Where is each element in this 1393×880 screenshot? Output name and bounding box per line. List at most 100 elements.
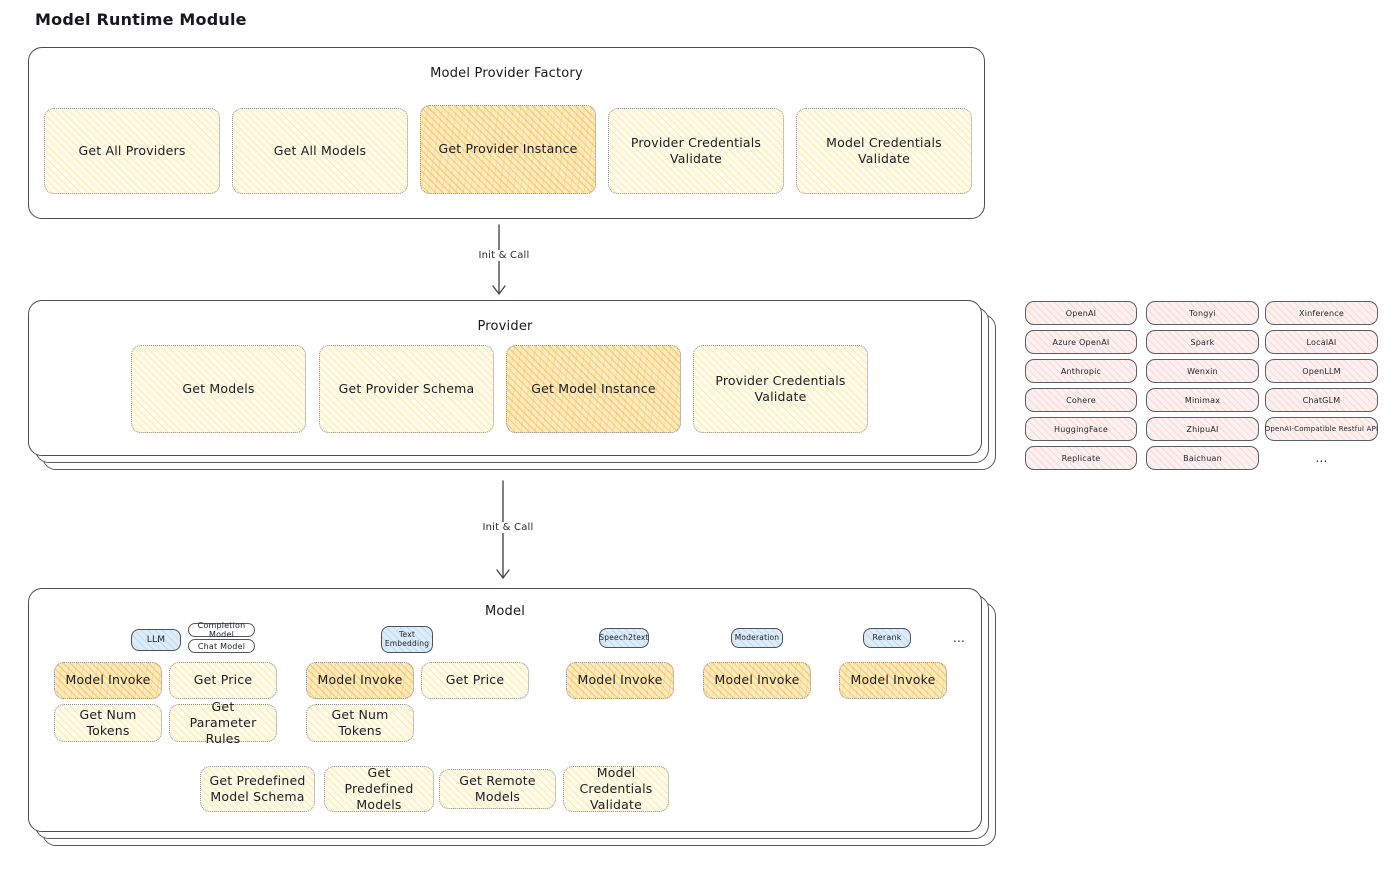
fn-get-provider-schema: Get Provider Schema xyxy=(319,345,494,433)
arrow-label-init-call-1: Init & Call xyxy=(462,250,546,261)
provider-chip-openllm: OpenLLM xyxy=(1265,359,1378,383)
chip-label: Xinference xyxy=(1299,308,1344,318)
fn-label: Get Model Instance xyxy=(531,380,656,396)
provider-chip-anthropic: Anthropic xyxy=(1025,359,1137,383)
fn-label: Get All Providers xyxy=(78,142,186,158)
model-type-text-embedding: Text Embedding xyxy=(381,626,433,653)
provider-title: Provider xyxy=(477,319,533,334)
fn-embedding-get-price: Get Price xyxy=(421,662,529,699)
fn-label: Model Invoke xyxy=(714,672,800,688)
fn-embedding-get-num-tokens: Get Num Tokens xyxy=(306,704,414,742)
chip-label: Cohere xyxy=(1066,395,1096,405)
model-type-speech2text: Speech2text xyxy=(599,628,649,648)
provider-chip-localai: LocalAI xyxy=(1265,330,1378,354)
provider-chip-azure-openai: Azure OpenAI xyxy=(1025,330,1137,354)
provider-chip-huggingface: HuggingFace xyxy=(1025,417,1137,441)
fn-label: Get Remote Models xyxy=(459,772,536,804)
tag-label: Moderation xyxy=(734,632,780,642)
fn-rerank-model-invoke: Model Invoke xyxy=(839,662,947,699)
provider-chip-zhipuai: ZhipuAI xyxy=(1146,417,1259,441)
chip-label: Azure OpenAI xyxy=(1052,337,1110,347)
chip-label: OpenAI-Compatible Restful API xyxy=(1264,425,1379,433)
fn-label: Get Parameter Rules xyxy=(189,698,257,747)
model-provider-factory-title: Model Provider Factory xyxy=(430,66,583,81)
chip-label: Replicate xyxy=(1061,453,1101,463)
arrow-label-init-call-2: Init & Call xyxy=(466,522,550,533)
fn-label: Model Credentials Validate xyxy=(579,764,653,813)
chip-label: ZhipuAI xyxy=(1186,424,1219,434)
provider-chip-chatglm: ChatGLM xyxy=(1265,388,1378,412)
tag-label: Speech2text xyxy=(599,632,649,642)
provider-chip-replicate: Replicate xyxy=(1025,446,1137,470)
provider-chip-xinference: Xinference xyxy=(1265,301,1378,325)
fn-label: Get Price xyxy=(193,672,253,688)
model-title: Model xyxy=(484,604,526,619)
fn-provider-credentials-validate-2: Provider Credentials Validate xyxy=(693,345,868,433)
chip-label: Anthropic xyxy=(1060,366,1102,376)
chip-label: Minimax xyxy=(1184,395,1221,405)
fn-model-credentials-validate: Model Credentials Validate xyxy=(796,108,972,194)
model-box: Model LLM Completion Model Chat Model Te… xyxy=(28,588,982,832)
fn-get-model-instance: Get Model Instance xyxy=(506,345,681,433)
fn-label: Model Invoke xyxy=(317,672,403,688)
tag-label: Completion Model xyxy=(197,621,246,639)
provider-chip-openai: OpenAI xyxy=(1025,301,1137,325)
chip-label: Tongyi xyxy=(1189,308,1216,318)
provider-chip-baichuan: Baichuan xyxy=(1146,446,1259,470)
provider-chip-openai-compatible: OpenAI-Compatible Restful API xyxy=(1265,417,1378,441)
model-type-rerank: Rerank xyxy=(863,628,911,648)
chip-label: Baichuan xyxy=(1183,453,1222,463)
fn-llm-get-num-tokens: Get Num Tokens xyxy=(54,704,162,742)
tag-label: LLM xyxy=(146,634,166,645)
fn-llm-get-parameter-rules: Get Parameter Rules xyxy=(169,699,277,746)
fn-label: Get All Models xyxy=(273,142,367,158)
fn-label: Get Predefined Models xyxy=(344,764,414,813)
fn-label: Get Predefined Model Schema xyxy=(209,772,306,804)
fn-label: Model Invoke xyxy=(65,672,151,688)
provider-chip-cohere: Cohere xyxy=(1025,388,1137,412)
fn-label: Get Models xyxy=(182,380,255,396)
fn-moderation-model-invoke: Model Invoke xyxy=(703,662,811,699)
provider-box: Provider Get Models Get Provider Schema … xyxy=(28,300,982,456)
page-title: Model Runtime Module xyxy=(35,10,247,29)
fn-speech2text-model-invoke: Model Invoke xyxy=(566,662,674,699)
tag-label: Rerank xyxy=(872,633,902,643)
tag-label: Chat Model xyxy=(197,641,246,651)
provider-chip-more: ... xyxy=(1315,451,1328,465)
model-subtype-completion-model: Completion Model xyxy=(188,621,255,639)
model-subtype-chat-model: Chat Model xyxy=(188,639,255,653)
fn-get-predefined-models: Get Predefined Models xyxy=(324,764,434,813)
fn-get-remote-models: Get Remote Models xyxy=(439,769,556,809)
model-type-more: ... xyxy=(952,631,966,645)
model-provider-factory-box: Model Provider Factory Get All Providers… xyxy=(28,47,985,219)
fn-label: Get Provider Instance xyxy=(438,141,578,157)
chip-label: HuggingFace xyxy=(1054,424,1108,434)
model-type-llm: LLM xyxy=(131,629,181,651)
chip-label: LocalAI xyxy=(1306,337,1337,347)
fn-llm-get-price: Get Price xyxy=(169,662,277,699)
chip-label: Wenxin xyxy=(1187,366,1218,376)
provider-chip-tongyi: Tongyi xyxy=(1146,301,1259,325)
model-type-moderation: Moderation xyxy=(731,628,783,648)
chip-label: ChatGLM xyxy=(1302,395,1341,405)
fn-model-credentials-validate-2: Model Credentials Validate xyxy=(563,764,669,813)
fn-provider-credentials-validate: Provider Credentials Validate xyxy=(608,108,784,194)
fn-label: Get Num Tokens xyxy=(331,706,389,738)
provider-chip-wenxin: Wenxin xyxy=(1146,359,1259,383)
provider-chip-spark: Spark xyxy=(1146,330,1259,354)
fn-get-provider-instance: Get Provider Instance xyxy=(420,105,596,194)
arrow-factory-to-provider xyxy=(492,224,506,296)
chip-label: OpenAI xyxy=(1065,308,1097,318)
fn-label: Get Price xyxy=(445,672,505,688)
fn-llm-model-invoke: Model Invoke xyxy=(54,662,162,699)
fn-label: Get Provider Schema xyxy=(338,380,475,396)
fn-embedding-model-invoke: Model Invoke xyxy=(306,662,414,699)
fn-get-predefined-model-schema: Get Predefined Model Schema xyxy=(200,766,315,812)
fn-label: Model Credentials Validate xyxy=(826,134,942,166)
fn-label: Model Invoke xyxy=(577,672,663,688)
fn-label: Provider Credentials Validate xyxy=(715,372,846,404)
fn-label: Provider Credentials Validate xyxy=(630,134,762,166)
fn-get-models: Get Models xyxy=(131,345,306,433)
fn-get-all-models: Get All Models xyxy=(232,108,408,194)
